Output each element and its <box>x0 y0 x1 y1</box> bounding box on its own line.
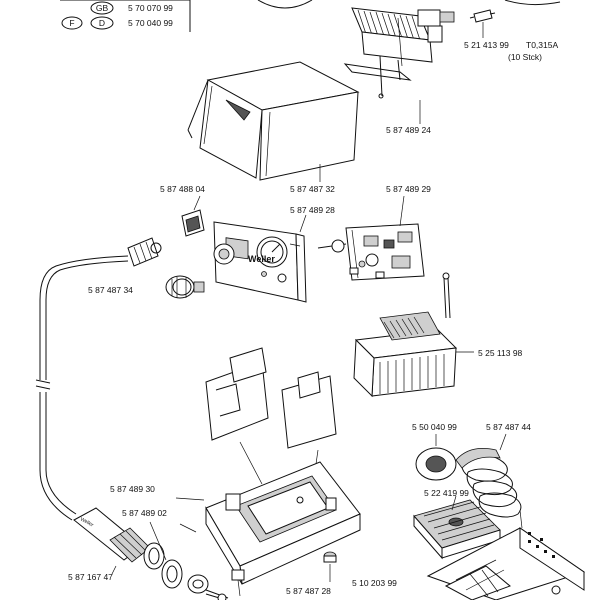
lang-number-fd: 5 70 040 99 <box>128 18 173 28</box>
label-iron-holder-spiral: 5 87 487 44 <box>486 422 531 432</box>
label-holder-base: 5 10 203 99 <box>352 578 397 588</box>
part-labels: 5 21 413 99 T0,315A (10 Stck) 5 87 489 2… <box>68 40 558 596</box>
lang-badge-d <box>90 16 114 30</box>
label-switch: 5 87 488 04 <box>160 184 205 194</box>
label-cover: 5 87 487 32 <box>290 184 335 194</box>
soldering-iron-drawing: Weller <box>73 507 165 575</box>
base-housing-drawing <box>175 461 361 585</box>
lang-number-gb: 5 70 070 99 <box>128 3 173 13</box>
label-base-housing: 5 87 489 30 <box>110 484 155 494</box>
lang-code-d: D <box>99 18 105 28</box>
grip-parts-drawing <box>149 521 337 603</box>
heatsink-board-drawing <box>343 7 455 99</box>
holder-base-drawing <box>426 509 586 601</box>
label-fuse-note: (10 Stck) <box>508 52 542 62</box>
label-foot: 5 87 487 28 <box>286 586 331 596</box>
label-transformer: 5 25 113 98 <box>478 348 523 358</box>
label-fuse-rating: T0,315A <box>526 40 558 50</box>
insulation-sheets-drawing <box>205 347 337 485</box>
language-table: GB 5 70 070 99 F D 5 70 040 99 <box>60 0 191 32</box>
iron-holder-spiral-drawing <box>455 433 522 518</box>
switch-drawing <box>181 195 205 237</box>
transformer-drawing <box>353 272 474 398</box>
lang-badge-gb <box>90 1 114 15</box>
sponge-drawing <box>413 495 501 560</box>
top-ring-fragment <box>257 0 313 9</box>
lang-badge-f <box>61 16 83 30</box>
label-iron-grip-part: 5 87 489 02 <box>122 508 167 518</box>
connector-socket-drawing <box>165 275 205 299</box>
label-soldering-iron: 5 87 167 47 <box>68 572 113 582</box>
label-sponge: 5 22 419 99 <box>424 488 469 498</box>
label-fuse-number: 5 21 413 99 <box>464 40 509 50</box>
lang-code-gb: GB <box>96 3 109 13</box>
label-control-board: 5 87 489 29 <box>386 184 431 194</box>
panel-brand-logo: Weller <box>248 254 275 264</box>
label-heatsink-board: 5 87 489 24 <box>386 125 431 135</box>
top-right-fragment <box>504 0 561 6</box>
label-connector-socket: 5 87 487 34 <box>88 285 133 295</box>
label-front-panel: 5 87 489 28 <box>290 205 335 215</box>
control-board-drawing <box>317 195 425 281</box>
sponge-ring-drawing <box>415 434 457 481</box>
cover-drawing <box>187 61 360 182</box>
label-sponge-ring: 5 50 040 99 <box>412 422 457 432</box>
front-panel-drawing: Weller <box>213 214 307 303</box>
fuse-drawing <box>469 9 496 38</box>
cable-plug-drawing <box>35 237 162 521</box>
lang-code-f: F <box>69 18 74 28</box>
